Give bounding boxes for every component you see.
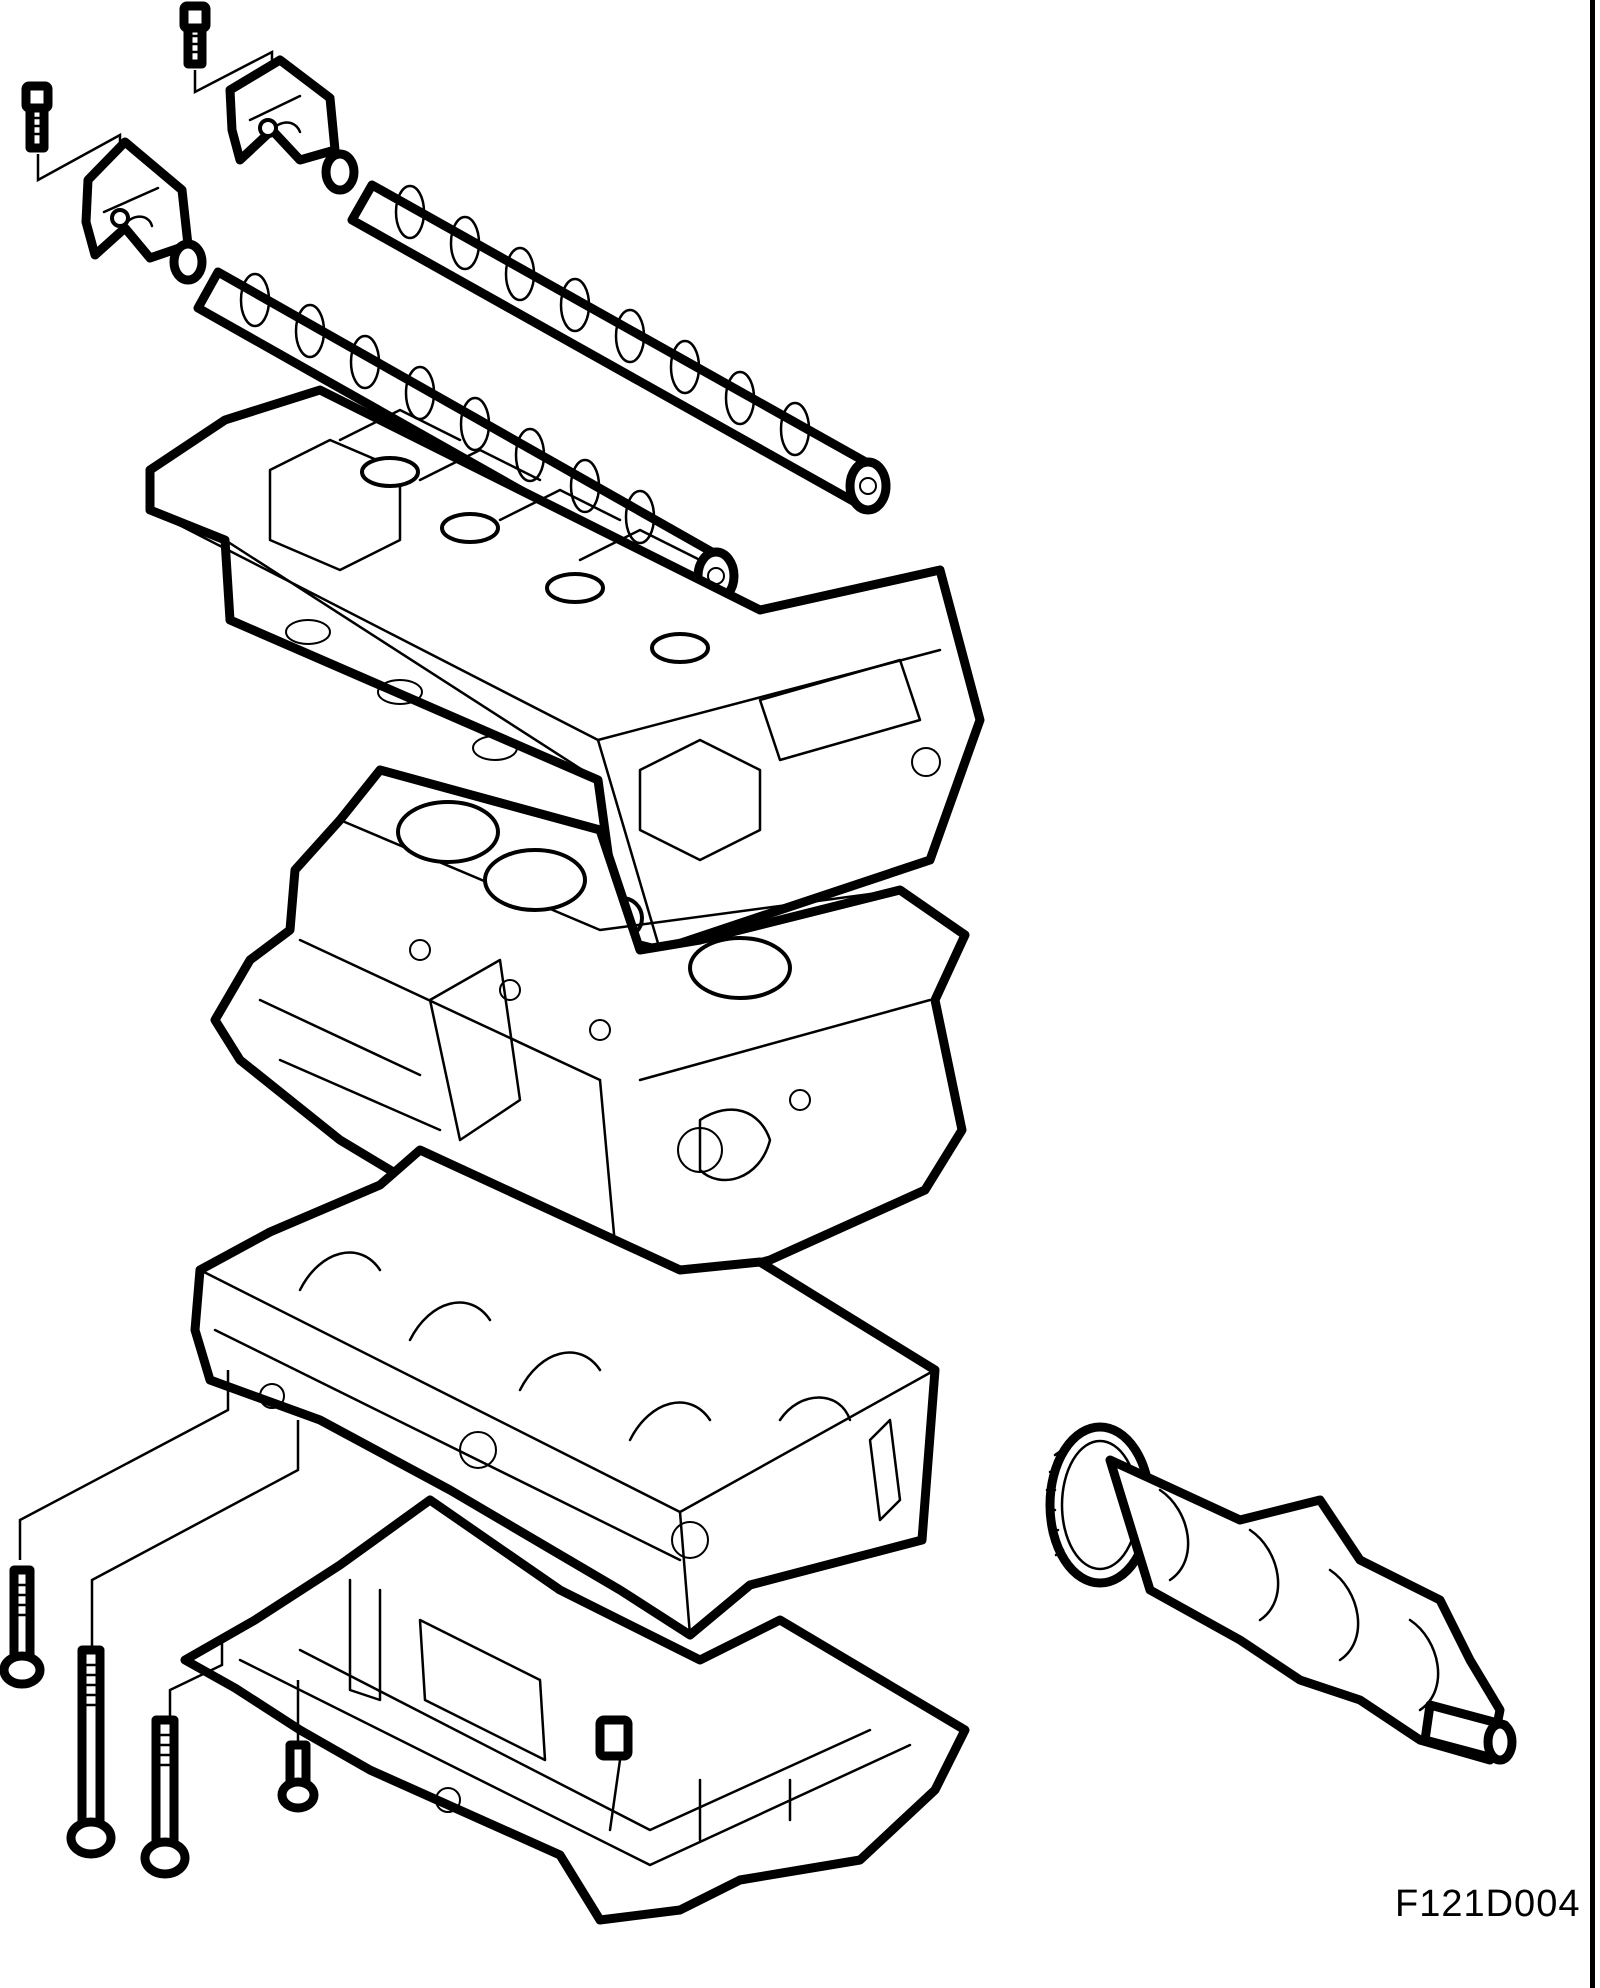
- crankshaft-icon: [1045, 1422, 1517, 1765]
- figure-code: F121D004: [1395, 1883, 1581, 1925]
- bedplate-bolt-icon: [140, 1715, 190, 1879]
- oil-pan-icon: [180, 1495, 970, 1925]
- camshaft-cap-front-icon: [81, 137, 193, 263]
- bedplate-icon: [190, 1145, 940, 1640]
- cap-bolt-icon: [21, 81, 53, 153]
- drain-bolt-icon: [277, 1740, 319, 1813]
- pan-bolt-icon: [0, 1565, 45, 1689]
- leader-line: [90, 1420, 300, 1650]
- frame-border: [1590, 0, 1595, 1988]
- camshaft-seal-icon: [321, 149, 359, 195]
- camshaft-upper-icon: [347, 180, 891, 515]
- leader-line: [18, 1370, 230, 1560]
- leader-line: [168, 1638, 224, 1720]
- camshaft-seal-icon: [169, 239, 207, 285]
- cap-bolt-icon: [179, 1, 211, 69]
- camshaft-cap-rear-icon: [225, 55, 340, 165]
- bedplate-bolt-icon: [66, 1645, 116, 1859]
